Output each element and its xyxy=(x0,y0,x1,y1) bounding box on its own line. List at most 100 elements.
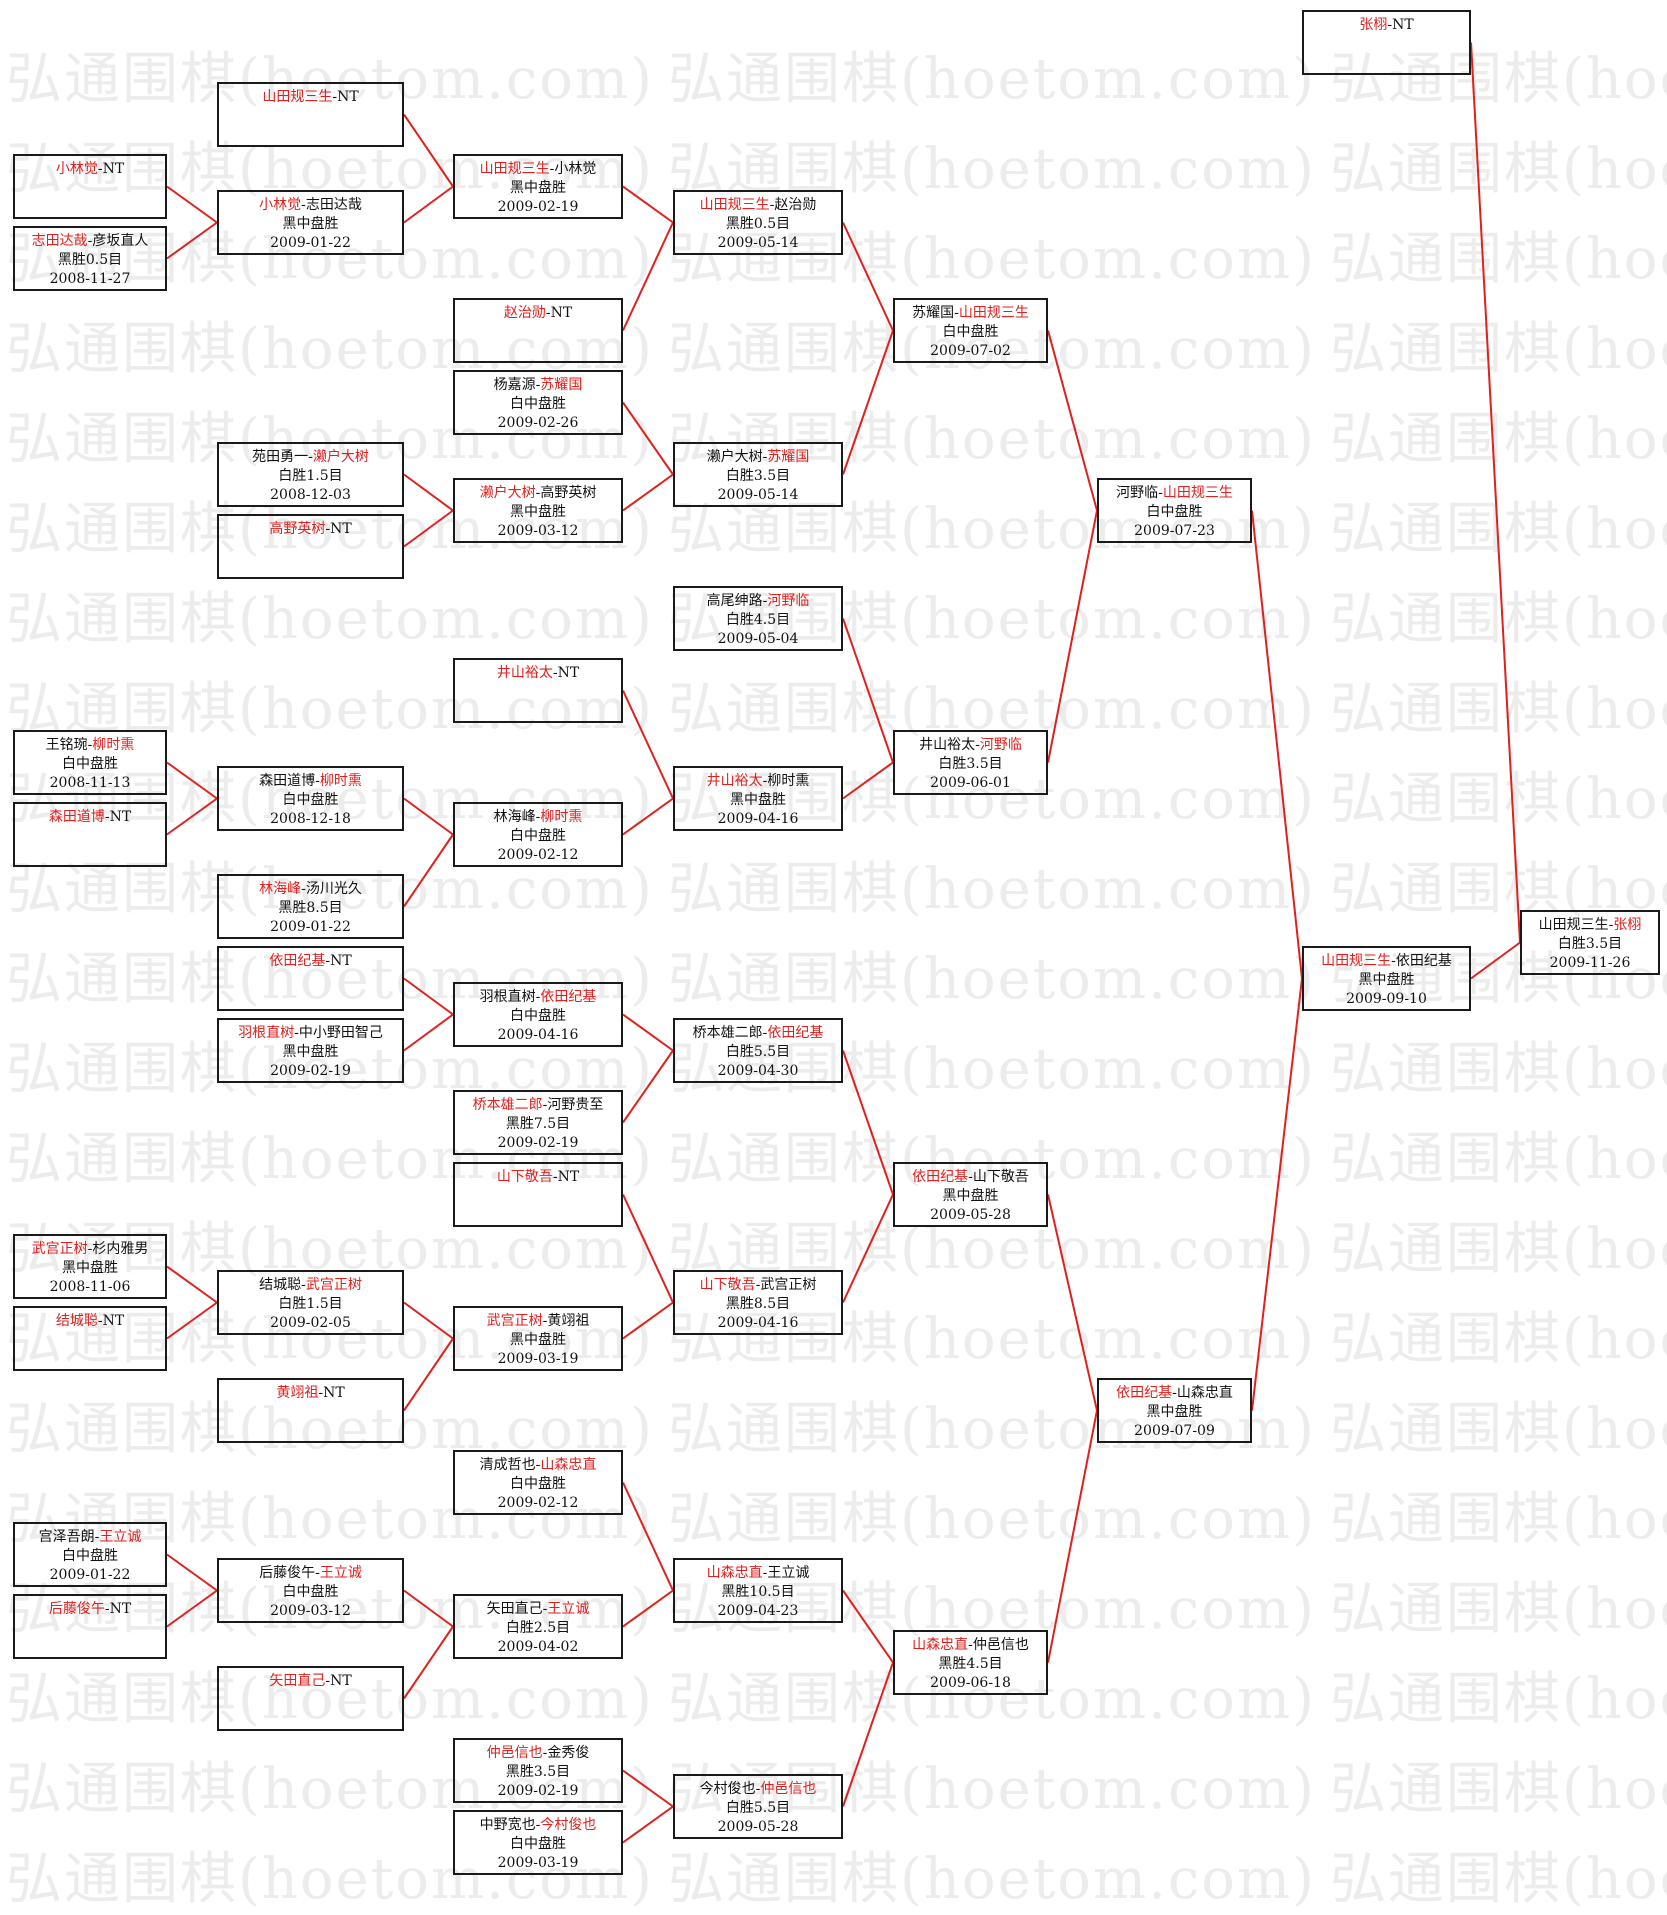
match-result: 白胜5.5目 xyxy=(725,1044,791,1060)
vs-dash: - xyxy=(542,1313,548,1329)
match-result: 黑中盘胜 xyxy=(510,504,566,520)
match-date: 2009-04-16 xyxy=(717,811,799,827)
bracket-connector xyxy=(1251,978,1303,1411)
bracket-connector xyxy=(403,509,454,548)
match-players: 井山裕太-河野临 xyxy=(895,736,1046,755)
match-players: 山田规三生-赵治勋 xyxy=(675,196,841,215)
player-two: 小林觉 xyxy=(554,161,597,177)
vs-dash: - xyxy=(332,89,338,105)
vs-dash: - xyxy=(762,593,768,609)
match-date: 2009-04-02 xyxy=(497,1639,579,1655)
vs-dash: - xyxy=(1608,917,1614,933)
vs-dash: - xyxy=(318,1385,324,1401)
match-result: 白中盘胜 xyxy=(282,1584,339,1600)
match-players: 宫泽吾朗-王立诚 xyxy=(15,1528,165,1547)
bracket-connector xyxy=(622,1482,674,1591)
player-one: 山田规三生 xyxy=(479,161,550,177)
vs-dash: - xyxy=(301,197,306,213)
match-box-yuki-nt: 结城聪-NT xyxy=(13,1306,167,1371)
bracket-connector xyxy=(1470,42,1521,943)
match-result: 白中盘胜 xyxy=(62,1548,118,1564)
player-one: 后藤俊午 xyxy=(259,1565,316,1581)
match-date: 2009-03-12 xyxy=(497,523,579,539)
match-box-zhao-nt: 赵治勋-NT xyxy=(453,298,623,363)
match-date: 2009-02-26 xyxy=(497,415,579,431)
bracket-connector xyxy=(166,1553,218,1592)
match-result: 白胜1.5目 xyxy=(278,468,343,484)
match-date: 2009-03-19 xyxy=(497,1855,579,1871)
player-two: NT xyxy=(323,1385,345,1401)
match-result: 白中盘胜 xyxy=(510,828,566,844)
match-result: 黑中盘胜 xyxy=(942,1188,999,1204)
player-one: 井山裕太 xyxy=(496,665,553,681)
match-result: 白胜2.5目 xyxy=(505,1620,571,1636)
player-one: 小林觉 xyxy=(259,197,302,213)
match-players: 山田规三生-张栩 xyxy=(1522,916,1658,935)
player-one: 高野英树 xyxy=(269,521,326,537)
match-players: 志田达哉-彦坂直人 xyxy=(15,232,165,251)
match-players: 森田道博-柳时熏 xyxy=(219,772,402,791)
match-date: 2009-06-18 xyxy=(930,1675,1011,1691)
bracket-connector xyxy=(1047,330,1098,511)
vs-dash: - xyxy=(535,989,541,1005)
bracket-connector xyxy=(1047,1194,1098,1411)
player-one: 山田规三生 xyxy=(262,89,333,105)
match-date: 2009-07-02 xyxy=(930,343,1011,359)
vs-dash: - xyxy=(1391,953,1396,969)
match-box-iyama-nt: 井山裕太-NT xyxy=(453,658,623,723)
vs-dash: - xyxy=(968,1637,973,1653)
vs-dash: - xyxy=(301,1277,306,1293)
match-players: 武宫正树-杉内雅男 xyxy=(15,1240,165,1259)
vs-dash: - xyxy=(1387,17,1393,33)
match-result: 白胜3.5目 xyxy=(1557,936,1623,952)
bracket-connector xyxy=(166,221,218,260)
player-one: 山森忠直 xyxy=(706,1565,763,1581)
match-date: 2008-11-13 xyxy=(49,775,131,791)
vs-dash: - xyxy=(315,773,320,789)
player-two: 依田纪基 xyxy=(767,1025,824,1041)
match-date: 2009-04-16 xyxy=(497,1027,579,1043)
match-players: 山下敬吾-武宫正树 xyxy=(675,1276,841,1295)
match-date: 2009-01-22 xyxy=(270,235,351,251)
player-one: 林海峰 xyxy=(259,881,302,897)
player-one: 依田纪基 xyxy=(269,953,326,969)
match-date: 2009-05-14 xyxy=(717,487,799,503)
match-players: 山下敬吾-NT xyxy=(455,1168,621,1187)
vs-dash: - xyxy=(535,377,541,393)
player-one: 濑户大树 xyxy=(706,449,763,465)
match-players: 高尾绅路-河野临 xyxy=(675,592,841,611)
match-date: 2009-05-28 xyxy=(717,1819,799,1835)
vs-dash: - xyxy=(762,449,768,465)
match-date: 2009-01-22 xyxy=(270,919,351,935)
player-one: 山下敬吾 xyxy=(699,1277,756,1293)
vs-dash: - xyxy=(535,1457,541,1473)
player-two: 依田纪基 xyxy=(540,989,597,1005)
match-date: 2009-02-19 xyxy=(497,1783,579,1799)
bracket-connector xyxy=(622,401,674,476)
match-result: 白中盘胜 xyxy=(510,1836,566,1852)
match-result: 白胜5.5目 xyxy=(725,1800,791,1816)
match-result: 黑中盘胜 xyxy=(282,216,339,232)
player-two: 武宫正树 xyxy=(760,1277,817,1293)
player-one: 仲邑信也 xyxy=(486,1745,543,1761)
player-one: 森田道博 xyxy=(48,809,105,825)
match-result: 黑胜3.5目 xyxy=(505,1764,571,1780)
match-date: 2009-05-28 xyxy=(930,1207,1011,1223)
match-players: 中野宽也-今村俊也 xyxy=(455,1816,621,1835)
player-two: 仲邑信也 xyxy=(760,1781,817,1797)
player-one: 桥本雄二郎 xyxy=(472,1097,543,1113)
